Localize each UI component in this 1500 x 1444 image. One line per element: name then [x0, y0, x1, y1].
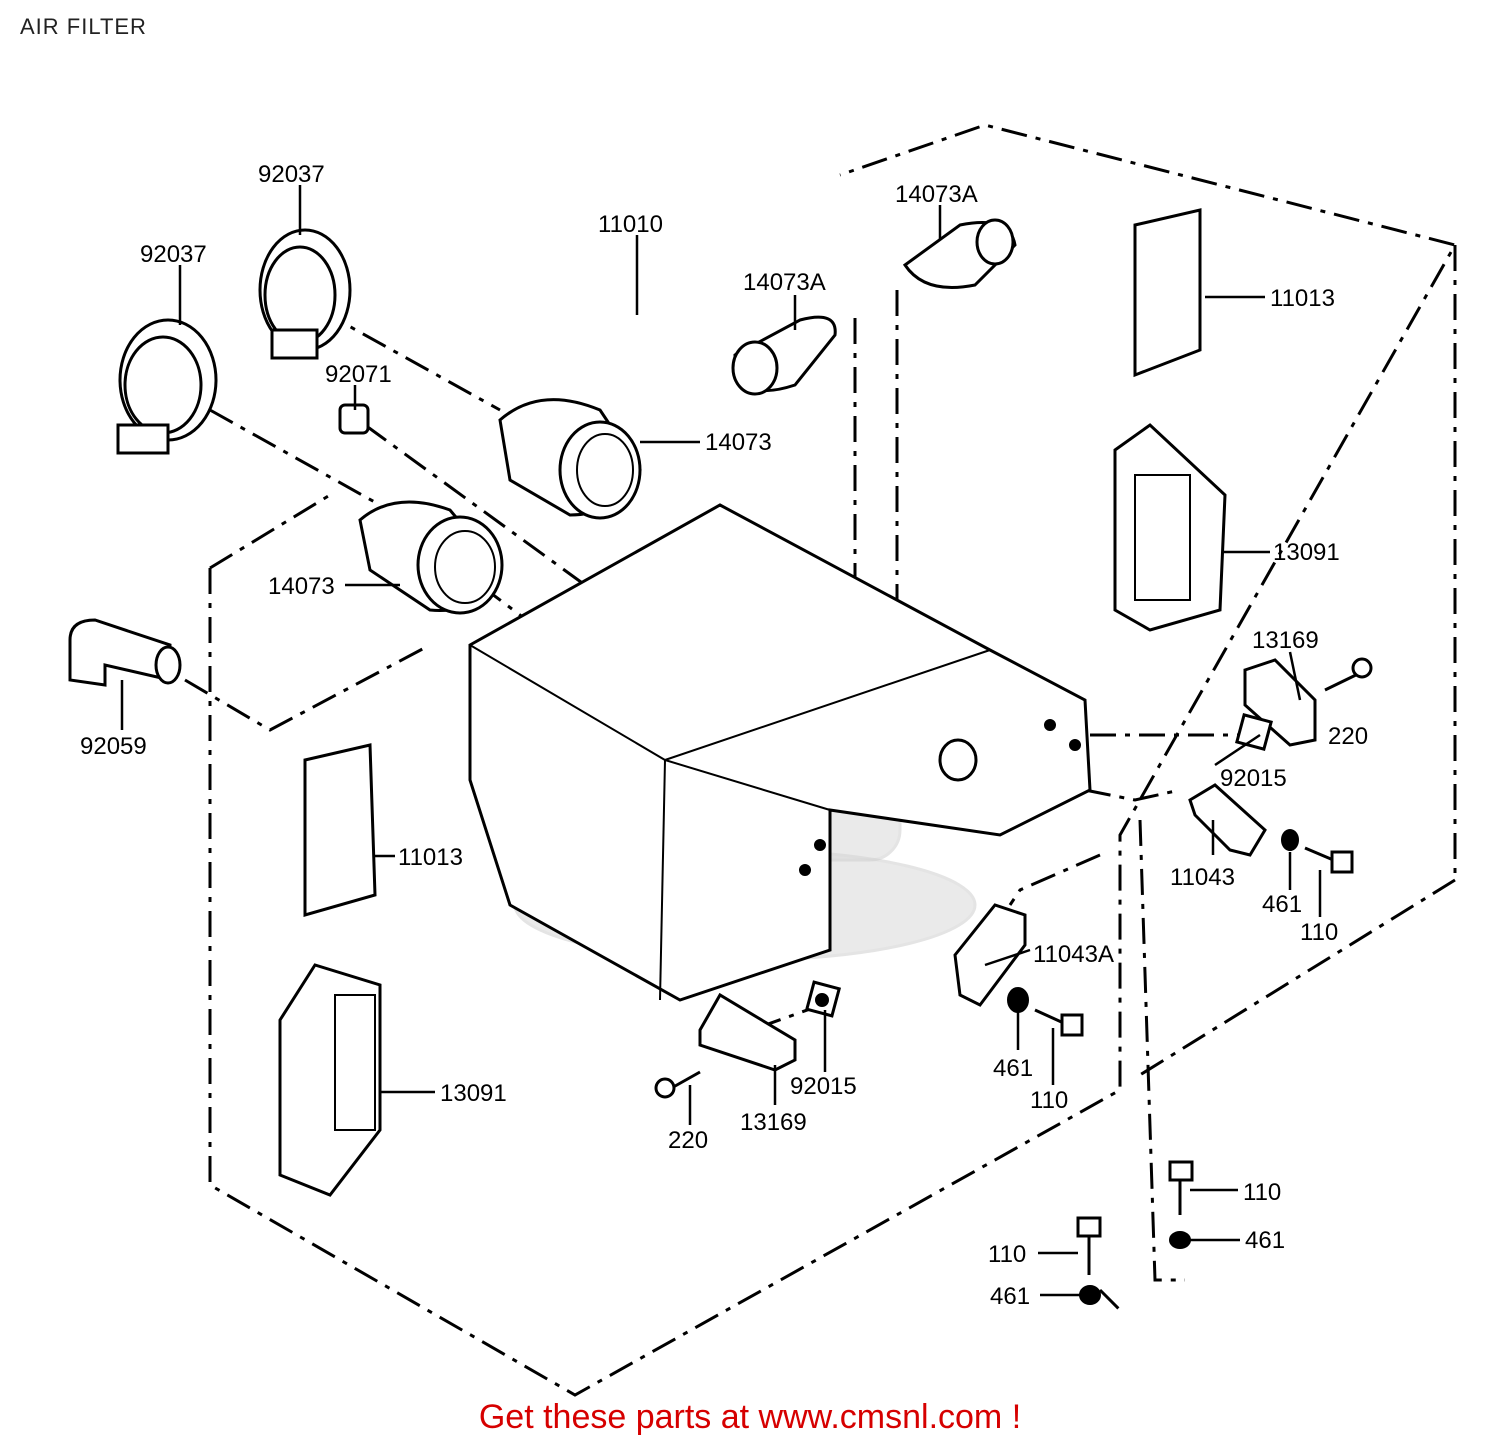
callout-110-right: 110: [1300, 919, 1338, 946]
callout-220-right: 220: [1328, 723, 1368, 750]
page-title: AIR FILTER: [20, 14, 147, 39]
cover-11013-right: [1133, 208, 1202, 378]
callout-110-mid: 110: [1030, 1087, 1068, 1114]
hose-clamp-92037-top: [258, 228, 352, 360]
nut-92015-bottom: [804, 980, 842, 1018]
stay-11043: [1188, 783, 1267, 857]
callout-14073A-top: 14073A: [895, 181, 978, 208]
bolt-110-right: [1304, 846, 1354, 874]
callout-92059: 92059: [80, 733, 147, 760]
filter-element-13091-right: [1113, 423, 1227, 632]
hose-clamp-92037-left: [116, 318, 218, 455]
callout-13169-bottom: 13169: [740, 1109, 807, 1136]
callout-110-bottom: 110: [988, 1241, 1026, 1268]
callout-461-mid: 461: [993, 1055, 1033, 1082]
cover-11013-left: [303, 743, 377, 917]
intake-duct-14073-upper: [498, 398, 642, 520]
callout-11013-right: 11013: [1270, 285, 1335, 312]
screw-220-right: [1324, 657, 1373, 692]
callout-461-bottom: 461: [990, 1283, 1030, 1310]
intake-duct-14073A-mid: [731, 315, 837, 396]
air-filter-housing-11010: [468, 503, 1092, 1002]
washer-461-mid: [1007, 987, 1029, 1013]
callout-11043: 11043: [1170, 864, 1235, 891]
bracket-13169-bottom: [698, 992, 797, 1072]
washer-461-br: [1169, 1231, 1191, 1249]
washer-461-bottom: [1079, 1285, 1101, 1305]
callout-92037-left: 92037: [140, 241, 207, 268]
get-parts-link[interactable]: Get these parts at www.cmsnl.com !: [478, 1398, 1022, 1436]
filter-element-13091-left: [278, 963, 382, 1197]
intake-duct-14073A-top: [902, 218, 1017, 289]
intake-duct-14073-lower: [358, 500, 504, 615]
callout-92015-right: 92015: [1220, 765, 1287, 792]
callout-220-bottom: 220: [668, 1127, 708, 1154]
callout-92071: 92071: [325, 361, 392, 388]
callout-14073A-mid: 14073A: [743, 269, 826, 296]
bracket-13169-right: [1243, 658, 1317, 747]
nut-92015-right: [1235, 713, 1273, 751]
exploded-parts-diagram: 92037 92037 11010 14073A 14073A 11013 92…: [68, 123, 1458, 1397]
callout-14073-right: 14073: [705, 429, 772, 456]
callout-11043A: 11043A: [1033, 941, 1114, 968]
callout-110-br: 110: [1243, 1179, 1281, 1206]
breather-hose-92059: [68, 618, 182, 687]
callout-14073-left: 14073: [268, 573, 335, 600]
callout-92015-bottom: 92015: [790, 1073, 857, 1100]
bolt-110-br: [1168, 1160, 1194, 1215]
washer-461-right: [1281, 829, 1299, 851]
callout-461-right: 461: [1262, 891, 1302, 918]
screw-220-bottom: [654, 1070, 701, 1099]
callout-11010: 11010: [598, 211, 663, 238]
callout-13091-left: 13091: [440, 1080, 507, 1107]
bolt-110-bottom: [1076, 1216, 1102, 1275]
callout-labels: 92037 92037 11010 14073A 14073A 11013 92…: [80, 161, 1368, 1310]
callout-13169-right: 13169: [1252, 627, 1319, 654]
callout-11013-left: 11013: [398, 844, 463, 871]
callout-92037-top: 92037: [258, 161, 325, 188]
stay-11043A: [953, 903, 1027, 1007]
leader-lines: [120, 185, 1322, 1297]
bolt-110-mid: [1034, 1008, 1084, 1037]
callout-461-br: 461: [1245, 1227, 1285, 1254]
callout-13091-right: 13091: [1273, 539, 1340, 566]
